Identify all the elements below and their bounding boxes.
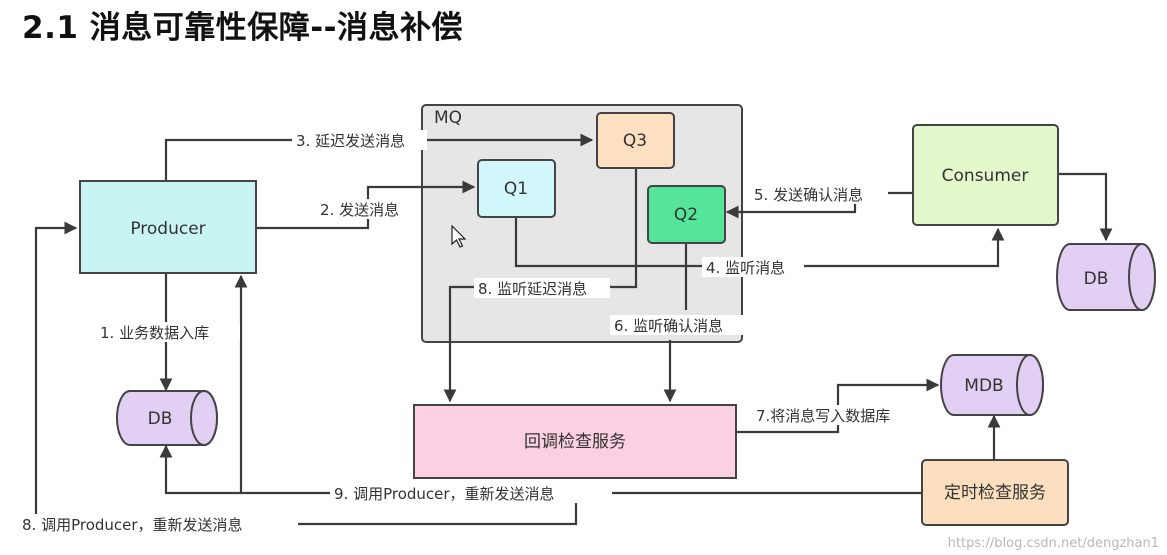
edge-3-label: 3. 延迟发送消息 xyxy=(296,132,405,150)
db-left-label: DB xyxy=(148,409,173,429)
q3-node: Q3 xyxy=(596,112,675,169)
mdb-cylinder: MDB xyxy=(940,354,1044,416)
consumer-db-line xyxy=(1058,172,1113,242)
mq-label: MQ xyxy=(434,108,462,128)
callback-service-node: 回调检查服务 xyxy=(413,404,737,479)
consumer-label: Consumer xyxy=(942,166,1029,186)
producer-node: Producer xyxy=(79,180,257,274)
q2-node: Q2 xyxy=(647,185,726,244)
q1-label: Q1 xyxy=(504,179,528,199)
cursor-icon xyxy=(451,224,467,248)
edge-8b-label: 8. 调用Producer，重新发送消息 xyxy=(22,516,243,534)
edge-4-label: 4. 监听消息 xyxy=(706,259,785,277)
edge-5-label: 5. 发送确认消息 xyxy=(754,186,863,204)
edge-1-label: 1. 业务数据入库 xyxy=(100,324,209,342)
edge-9-line xyxy=(159,444,922,495)
edge-3-line xyxy=(164,133,594,181)
consumer-node: Consumer xyxy=(912,124,1059,226)
producer-label: Producer xyxy=(130,219,205,239)
edge-9-label: 9. 调用Producer，重新发送消息 xyxy=(334,485,555,503)
edge-7-label: 7.将消息写入数据库 xyxy=(756,407,890,425)
db-right-label: DB xyxy=(1084,269,1109,289)
edge-6-label: 6. 监听确认消息 xyxy=(614,317,723,335)
q3-label: Q3 xyxy=(623,131,647,151)
page-title: 2.1 消息可靠性保障--消息补偿 xyxy=(22,10,463,46)
timer-service-label: 定时检查服务 xyxy=(944,483,1046,503)
mdb-label: MDB xyxy=(964,376,1003,396)
watermark: https://blog.csdn.net/dengzhan1 xyxy=(947,536,1159,551)
db-right-cylinder: DB xyxy=(1056,243,1156,311)
q2-label: Q2 xyxy=(674,205,698,225)
timer-service-node: 定时检查服务 xyxy=(921,459,1069,526)
callback-service-label: 回调检查服务 xyxy=(524,432,626,452)
edge-8a-label: 8. 监听延迟消息 xyxy=(478,280,587,298)
q1-node: Q1 xyxy=(477,159,556,218)
edge-labels: 3. 延迟发送消息 2. 发送消息 5. 发送确认消息 4. 监听消息 8. 监… xyxy=(18,130,922,534)
db-left-cylinder: DB xyxy=(116,390,218,446)
edge-2-label: 2. 发送消息 xyxy=(320,201,399,219)
